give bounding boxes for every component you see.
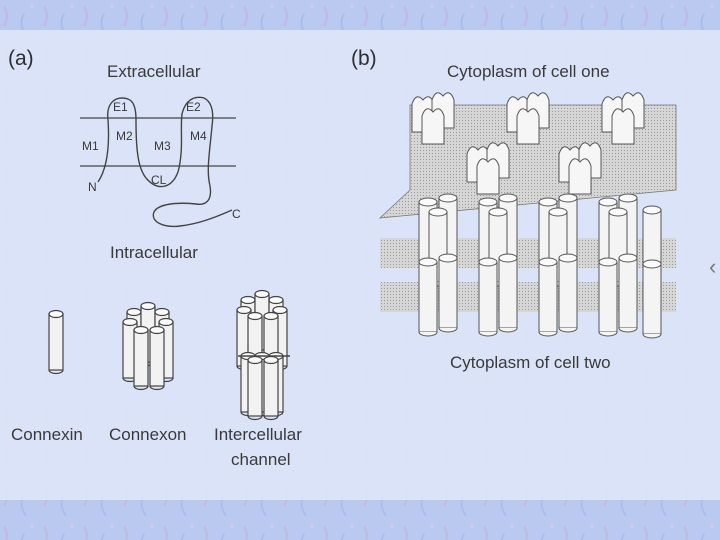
chevron-left-icon: ‹ <box>709 256 716 278</box>
channel-tubes <box>419 194 661 338</box>
